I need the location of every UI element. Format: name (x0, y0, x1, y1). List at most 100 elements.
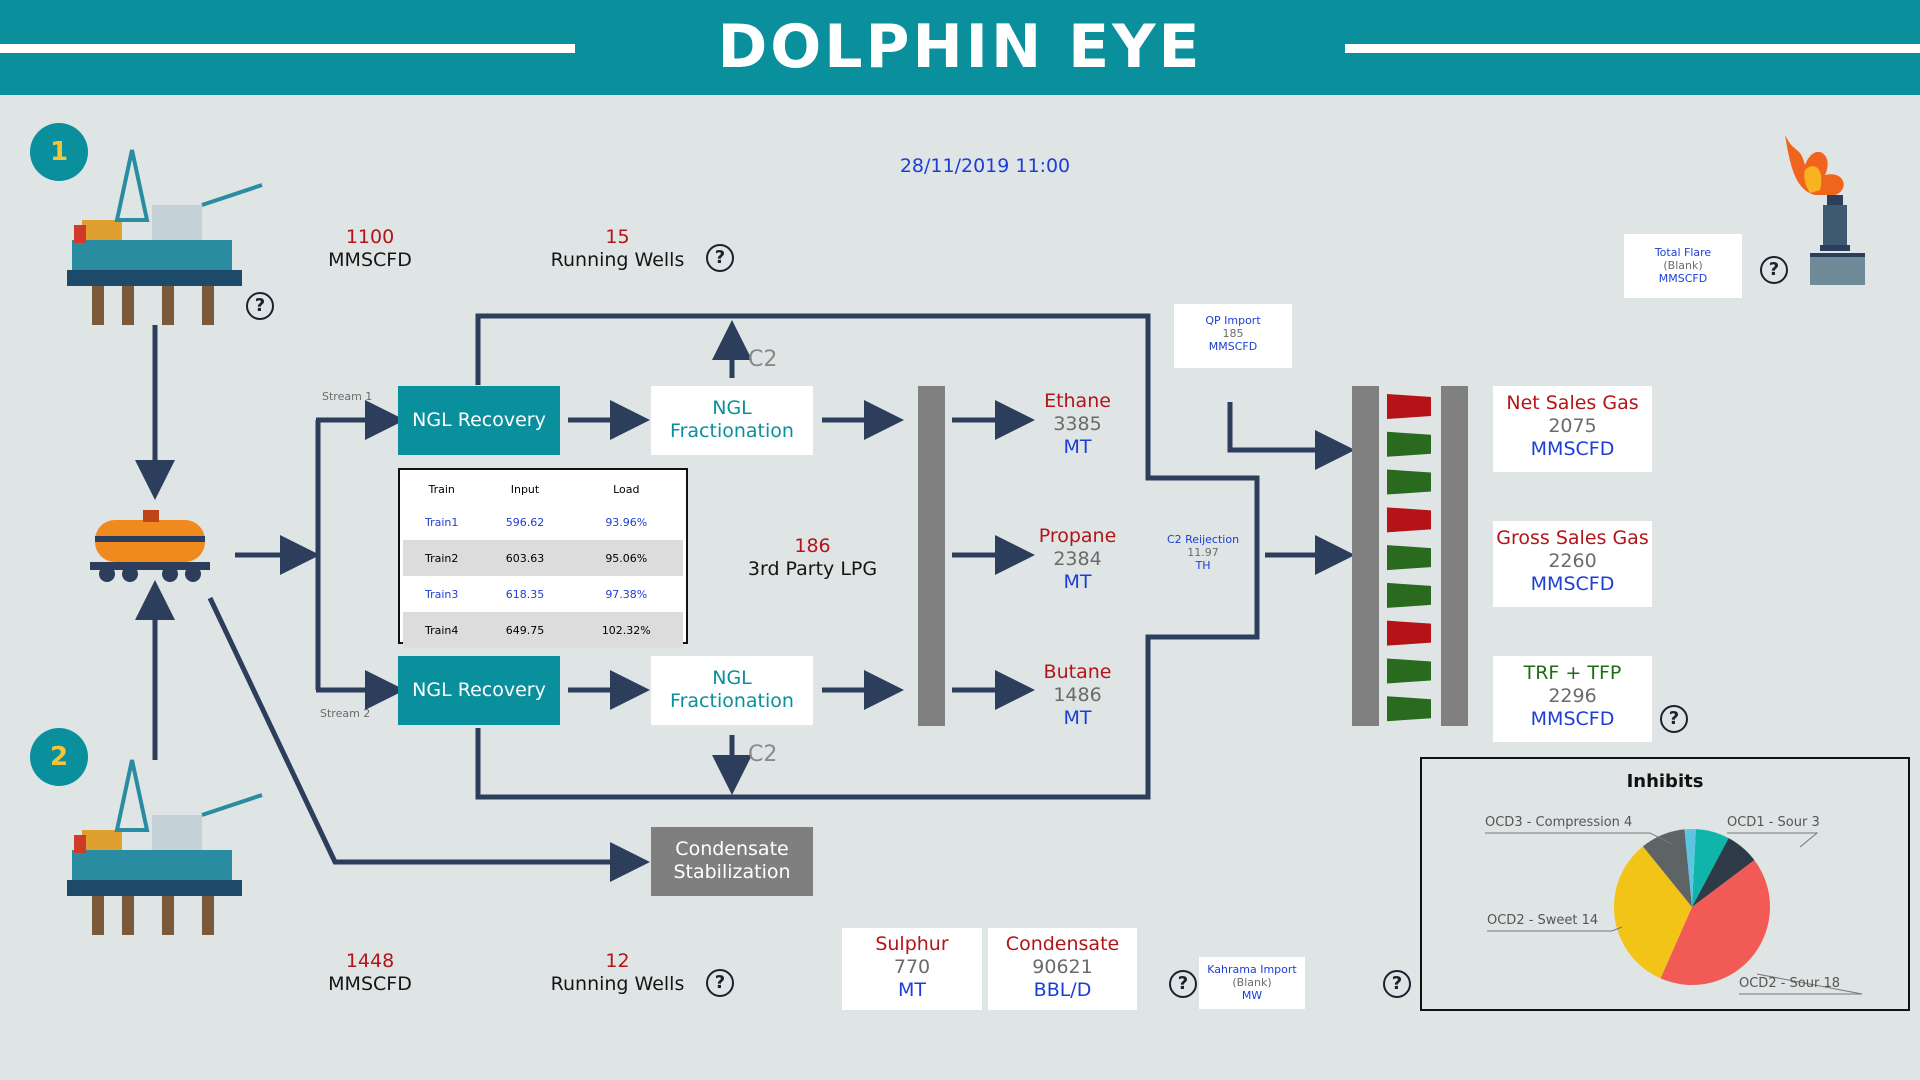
platform1-wells: 15 Running Wells (540, 226, 695, 272)
platform2-wells-label: Running Wells (550, 973, 685, 995)
inhibits-pie-chart (1485, 829, 1863, 995)
valve-open-indicator (1387, 658, 1431, 684)
condensate-stabilization[interactable]: Condensate Stabilization (651, 827, 813, 896)
input-col-header: Input (510, 482, 540, 496)
qp-import-label: QP Import (1205, 314, 1261, 327)
qp-import-unit: MMSCFD (1208, 340, 1258, 353)
ngl-recovery-1[interactable]: NGL Recovery (398, 386, 560, 455)
platform2-flow-unit: MMSCFD (328, 973, 412, 995)
kahrama-import-card[interactable]: Kahrama Import (Blank) MW (1199, 957, 1305, 1009)
ngl-recovery-2[interactable]: NGL Recovery (398, 656, 560, 725)
manifold-right (1441, 386, 1468, 726)
condensate-card[interactable]: Condensate 90621 BBL/D (988, 928, 1137, 1010)
oil-platform-icon (67, 149, 263, 325)
help-icon[interactable]: ? (246, 292, 274, 320)
train-name: Train1 (403, 504, 481, 540)
sulphur-value: 770 (893, 956, 931, 978)
pie-label-ocd3: OCD3 - Compression 4 (1485, 815, 1633, 830)
header-line-right (1345, 44, 1920, 53)
product-name: Propane (1038, 525, 1117, 547)
product-value: 2384 (1053, 548, 1102, 570)
flare-stack-icon (1785, 135, 1865, 285)
valve-indicators (1387, 394, 1431, 722)
pie-slice[interactable] (1642, 829, 1692, 907)
train-name: Train4 (403, 612, 481, 648)
train-load: 102.32% (569, 612, 683, 648)
stream1-label: Stream 1 (322, 390, 373, 403)
qp-import-card[interactable]: QP Import 185 MMSCFD (1174, 304, 1292, 368)
pie-leader-line (1485, 832, 1673, 845)
train-name: Train3 (403, 576, 481, 612)
valve-open-indicator (1387, 545, 1431, 571)
train-table: Train Input Load Train1 596.62 93.96% Tr… (398, 468, 688, 648)
total-flare-unit: MMSCFD (1658, 272, 1708, 285)
pie-label-ocd2-sour: OCD2 - Sour 18 (1739, 976, 1841, 991)
pie-slice[interactable] (1684, 829, 1696, 907)
c2-rejection-value: 11.97 (1187, 546, 1219, 559)
header-line-left (0, 44, 575, 53)
product-value: 1486 (1053, 684, 1102, 706)
sales-name: Net Sales Gas (1506, 392, 1639, 414)
product-ethane: Ethane 3385 MT (1020, 390, 1135, 459)
pie-label-ocd1: OCD1 - Sour 3 (1727, 815, 1820, 830)
total-flare-card[interactable]: Total Flare (Blank) MMSCFD (1624, 234, 1742, 298)
qp-import-value: 185 (1222, 327, 1244, 340)
platform2-wells-value: 12 (605, 950, 630, 972)
table-row[interactable]: Train4 649.75 102.32% (403, 612, 683, 648)
pie-leader-line (1487, 926, 1623, 932)
train-load: 95.06% (569, 540, 683, 576)
help-icon[interactable]: ? (1760, 256, 1788, 284)
help-icon[interactable]: ? (1660, 705, 1688, 733)
lpg-value: 186 (794, 535, 831, 557)
sales-value: 2296 (1548, 685, 1597, 707)
separator-column (918, 386, 945, 726)
product-name: Butane (1043, 661, 1112, 683)
pie-leader-line (1739, 973, 1863, 995)
trf-tfp-card[interactable]: TRF + TFP 2296 MMSCFD (1493, 656, 1652, 742)
product-butane: Butane 1486 MT (1020, 661, 1135, 730)
train-load: 93.96% (569, 504, 683, 540)
ngl-fractionation-1[interactable]: NGL Fractionation (651, 386, 813, 455)
sales-value: 2260 (1548, 550, 1597, 572)
c2-label-bottom: C2 (748, 742, 778, 767)
kahrama-import-unit: MW (1241, 989, 1263, 1002)
net-sales-gas-card[interactable]: Net Sales Gas 2075 MMSCFD (1493, 386, 1652, 472)
platform1-flow: 1100 MMSCFD (310, 226, 430, 272)
platform1-badge: 1 (30, 123, 88, 181)
valve-closed-indicator (1387, 507, 1431, 533)
pie-slice[interactable] (1660, 860, 1770, 985)
pie-slice[interactable] (1692, 838, 1755, 907)
inhibits-panel: Inhibits OCD3 - Compression 4 OCD1 - Sou… (1420, 757, 1910, 1011)
valve-open-indicator (1387, 431, 1431, 457)
product-name: Ethane (1044, 390, 1111, 412)
c2-rejection-label: C2 Reijection (1166, 533, 1240, 546)
tanker-icon (90, 510, 210, 582)
table-row[interactable]: Train2 603.63 95.06% (403, 540, 683, 576)
kahrama-import-value: (Blank) (1232, 976, 1272, 989)
pie-leader-line (1727, 832, 1819, 848)
help-icon[interactable]: ? (1383, 970, 1411, 998)
product-unit: MT (1063, 707, 1092, 729)
pie-slice[interactable] (1614, 846, 1692, 979)
help-icon[interactable]: ? (706, 244, 734, 272)
pie-slice[interactable] (1692, 829, 1729, 907)
table-row[interactable]: Train3 618.35 97.38% (403, 576, 683, 612)
valve-open-indicator (1387, 582, 1431, 608)
train-col-header: Train (428, 482, 455, 496)
gross-sales-gas-card[interactable]: Gross Sales Gas 2260 MMSCFD (1493, 521, 1652, 607)
train-input: 596.62 (480, 504, 570, 540)
datetime: 28/11/2019 11:00 (899, 155, 1071, 177)
help-icon[interactable]: ? (706, 969, 734, 997)
sulphur-card[interactable]: Sulphur 770 MT (842, 928, 982, 1010)
ngl-fractionation-2[interactable]: NGL Fractionation (651, 656, 813, 725)
train-input: 649.75 (480, 612, 570, 648)
help-icon[interactable]: ? (1169, 970, 1197, 998)
load-col-header: Load (613, 482, 640, 496)
condensate-unit: BBL/D (1033, 979, 1092, 1001)
platform2-wells: 12 Running Wells (540, 950, 695, 996)
product-value: 3385 (1053, 413, 1102, 435)
table-row[interactable]: Train1 596.62 93.96% (403, 504, 683, 540)
third-party-lpg: 186 3rd Party LPG (725, 535, 900, 581)
platform1-flow-value: 1100 (345, 226, 395, 248)
